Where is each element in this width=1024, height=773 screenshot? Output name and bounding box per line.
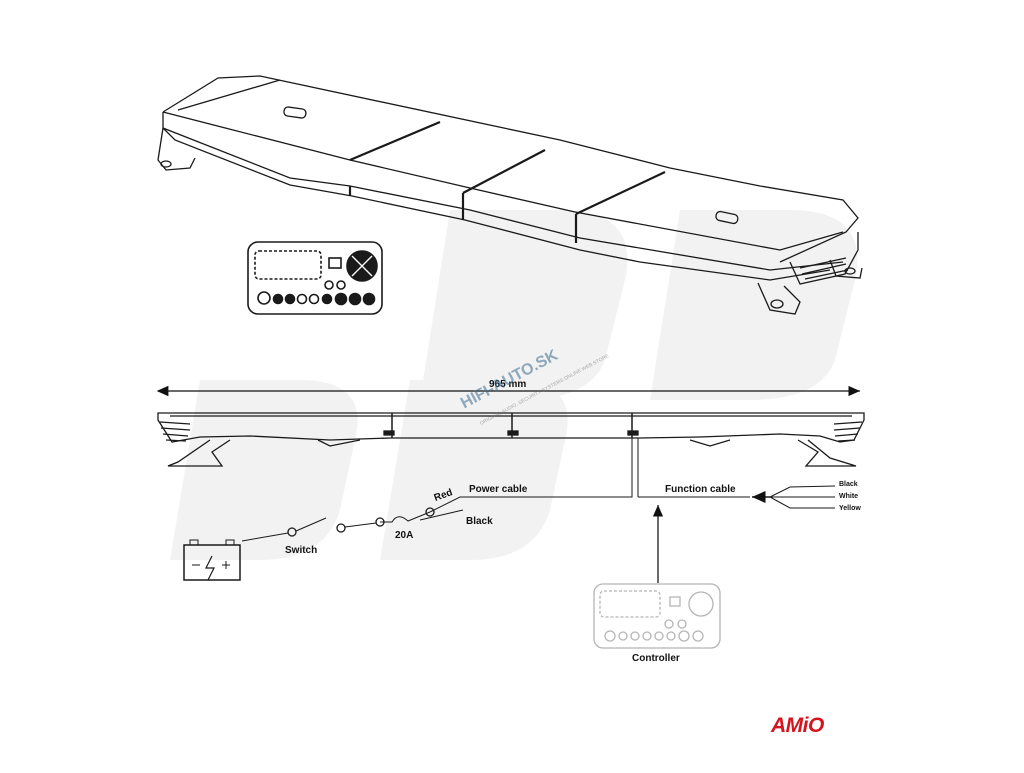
power-cable-label: Power cable <box>469 484 528 495</box>
lightbar-side-view <box>157 412 865 467</box>
wiring <box>183 438 836 583</box>
function-wire-white: White <box>839 493 859 500</box>
brand-logo: AMiO <box>771 714 824 737</box>
black-wire-label: Black <box>466 516 493 527</box>
dimension-label: 965 mm <box>489 379 527 390</box>
function-cable-label: Function cable <box>665 484 736 495</box>
switch-label: Switch <box>285 545 318 556</box>
lightbar-perspective <box>157 75 863 315</box>
controller-label: Controller <box>632 653 680 664</box>
controller-faded <box>593 583 721 649</box>
function-wire-yellow: Yellow <box>839 505 861 512</box>
controller-illustration <box>247 241 383 315</box>
function-wire-black: Black <box>839 481 858 488</box>
fuse-label: 20A <box>395 530 414 541</box>
